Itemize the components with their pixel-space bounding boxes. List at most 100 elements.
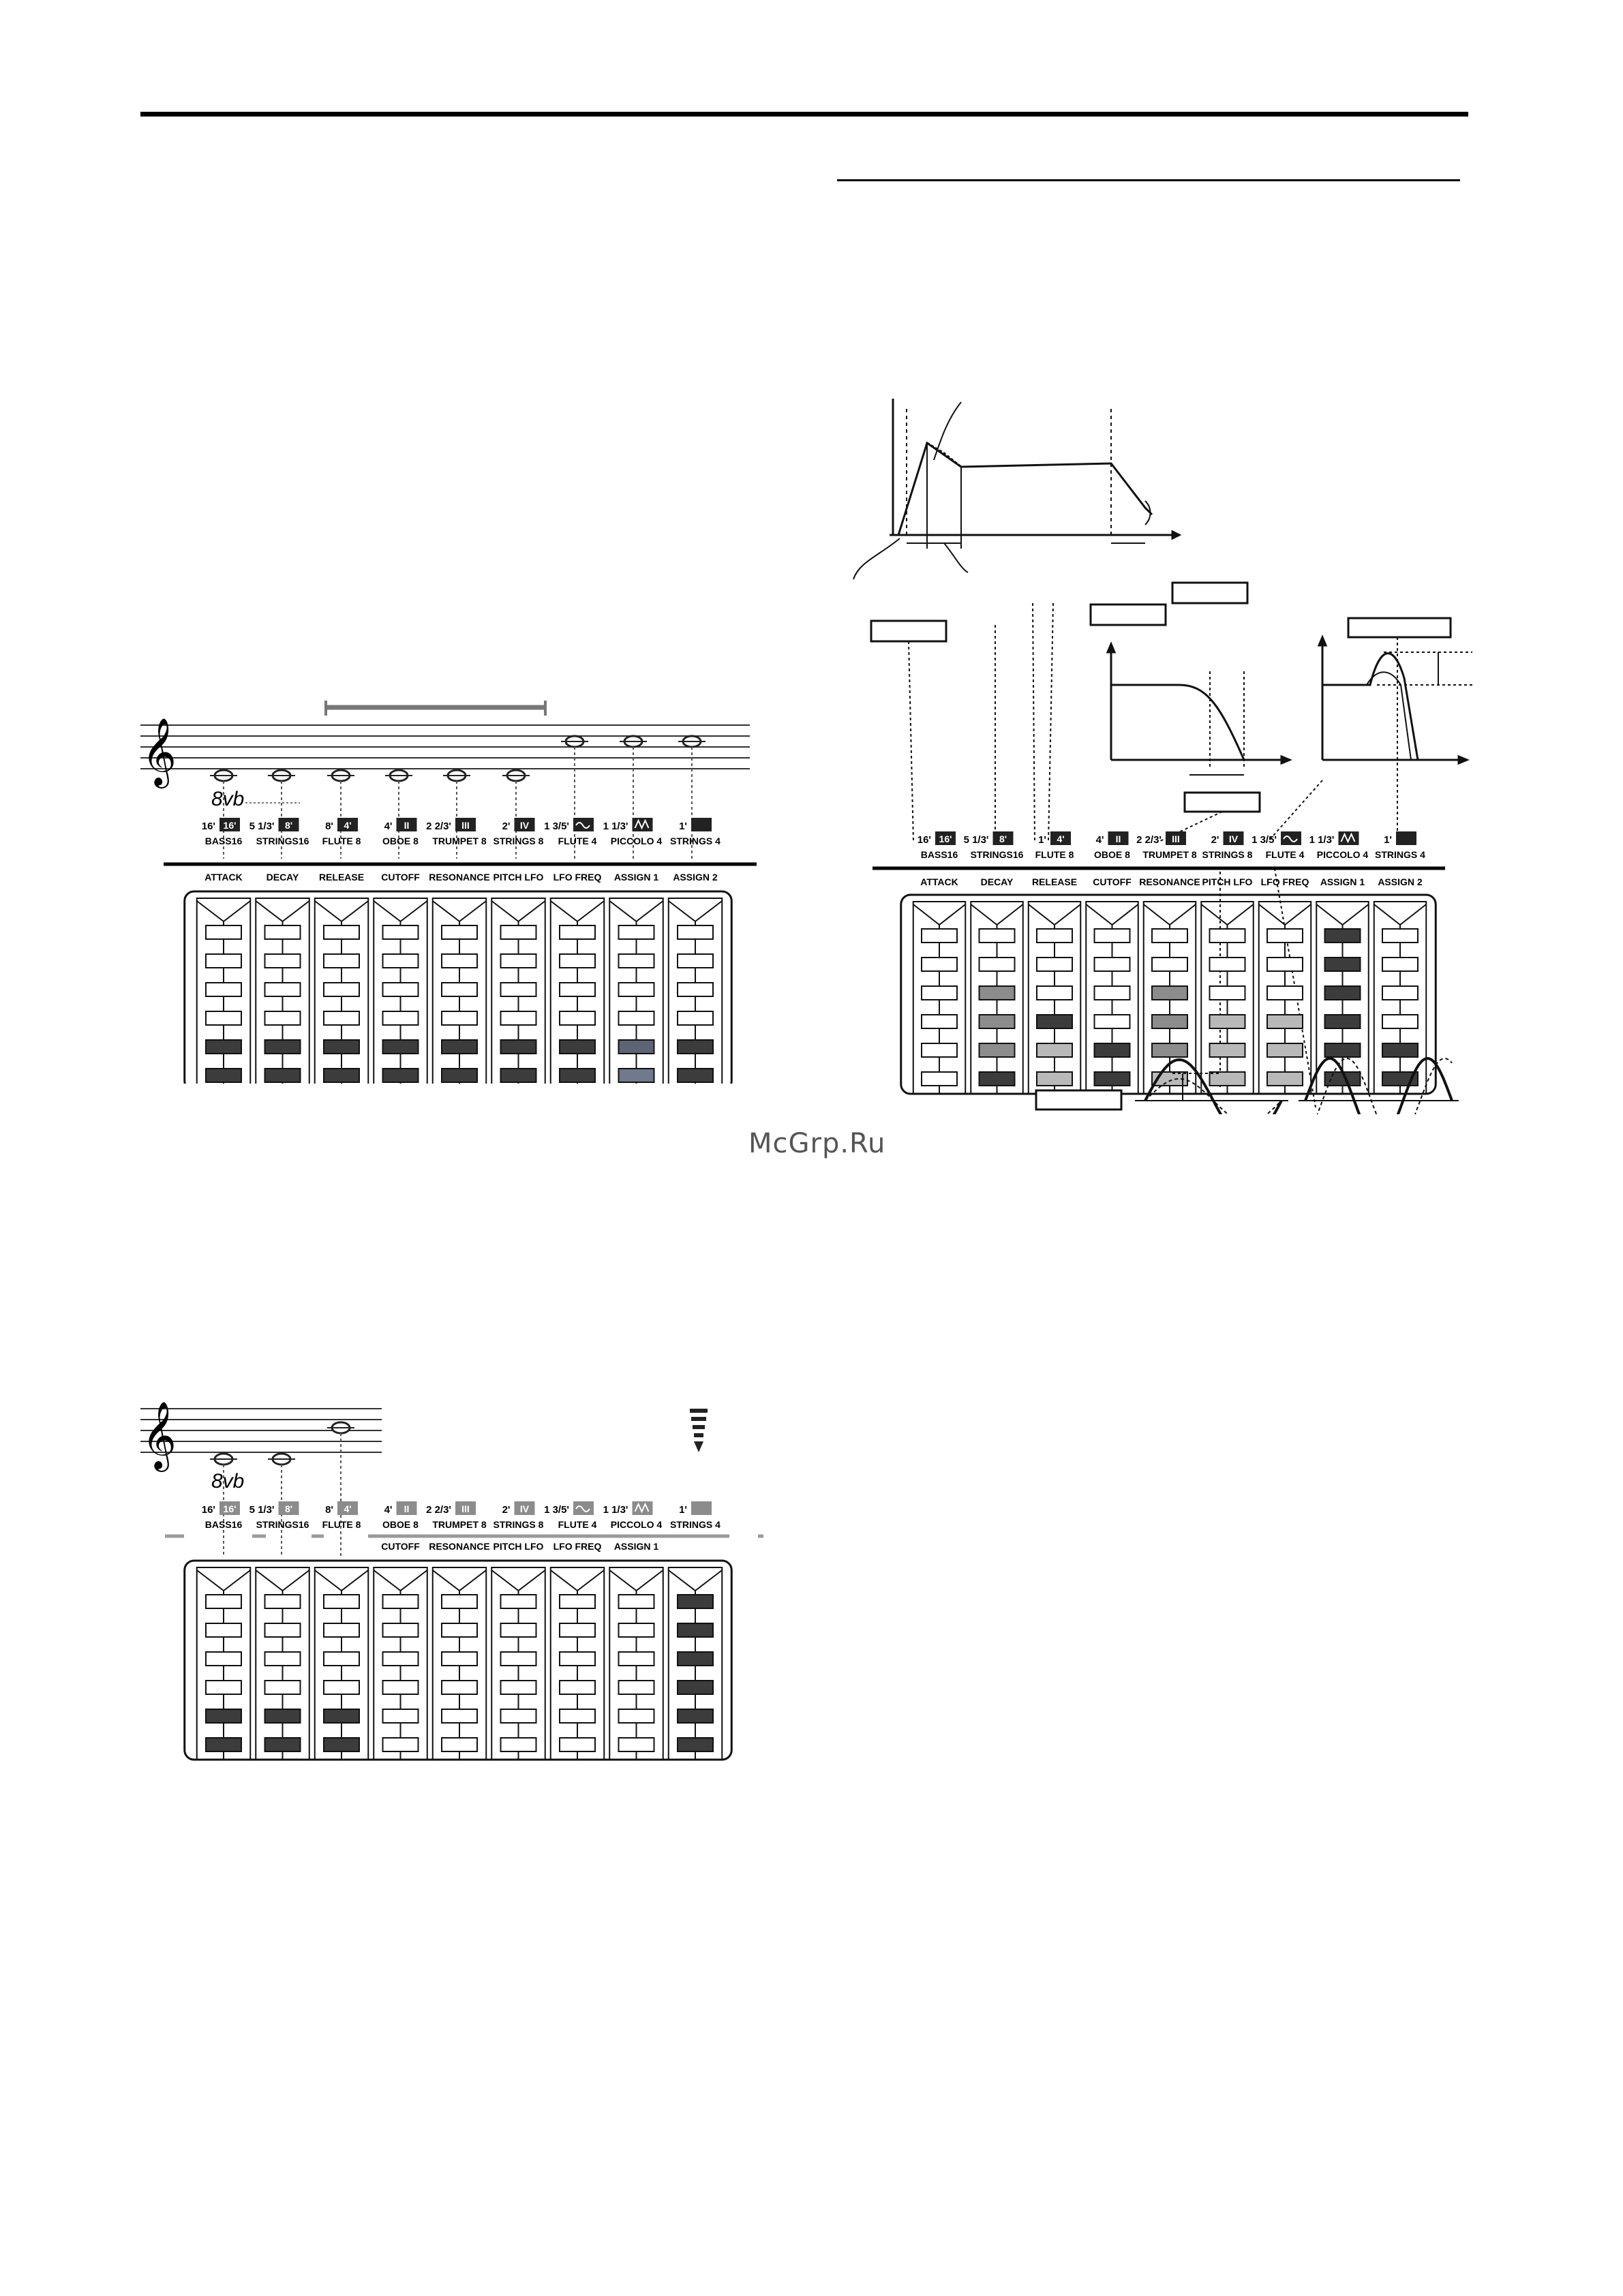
drawbar-step — [921, 957, 958, 972]
drawbar-step — [1266, 1043, 1303, 1058]
drawbar-step — [1036, 1071, 1073, 1086]
drawbar-top — [609, 900, 664, 923]
voice-name: FLUTE 8 — [322, 1519, 361, 1530]
footage-number: 1 3/5' — [544, 821, 569, 832]
footage-number: 8' — [325, 1504, 333, 1516]
drawbar-step — [1151, 985, 1188, 1000]
drawbars — [183, 890, 733, 1084]
voice-name: STRINGS16 — [971, 849, 1024, 860]
drawbar-step — [618, 982, 655, 997]
drawbar-step — [618, 1737, 655, 1752]
drawbar-slot — [431, 898, 487, 1084]
label-box — [870, 619, 947, 643]
drawbar-step — [1209, 1043, 1246, 1058]
drawbar-top — [255, 900, 310, 923]
footage-badge — [1166, 831, 1186, 845]
drawbar-step — [1209, 1071, 1246, 1086]
drawbar-step — [618, 1709, 655, 1724]
drawbar-top — [668, 900, 723, 923]
drawbar-step — [1036, 957, 1073, 972]
label-box — [1347, 617, 1452, 639]
footage-badge-label: III — [1172, 833, 1180, 844]
param-label: CUTOFF — [381, 872, 420, 883]
drawbar-step — [1209, 957, 1246, 972]
wave-icon — [634, 1502, 650, 1514]
drawbar-slot — [549, 898, 605, 1084]
footage-badge-label: 16' — [939, 833, 952, 844]
footage-number: 2 2/3' — [426, 821, 451, 832]
drawbar-step — [1209, 928, 1246, 943]
drawbar-step — [323, 1594, 360, 1609]
footage-badge — [573, 1501, 594, 1515]
drawbar-step — [1209, 985, 1246, 1000]
drawbar-top — [668, 1570, 723, 1592]
drawbar-step — [1324, 985, 1361, 1000]
drawbar-step — [677, 1011, 714, 1026]
drawbar-step — [1382, 928, 1419, 943]
drawbar-step — [559, 1068, 596, 1083]
param-label: LFO FREQ — [1261, 876, 1309, 887]
footage-badge — [1050, 831, 1071, 845]
notes — [210, 735, 706, 859]
footage-badge — [573, 818, 594, 831]
footage-badge-label: 8' — [285, 820, 292, 831]
drawbar-step — [382, 1068, 419, 1083]
drawbar-top — [1143, 904, 1196, 926]
drawbar-step — [264, 1011, 301, 1026]
drawbar-step — [677, 925, 714, 940]
drawbar-step — [441, 1594, 478, 1609]
drawbar-step — [978, 1014, 1016, 1029]
param-label: PITCH LFO — [1202, 876, 1253, 887]
drawbar-step — [441, 1011, 478, 1026]
voice-name: FLUTE 8 — [322, 836, 361, 846]
voice-name: STRINGS 8 — [1202, 849, 1253, 860]
drawbar-step — [441, 1737, 478, 1752]
drawbar-top — [609, 1570, 664, 1592]
drawbar-top — [255, 1570, 310, 1592]
label-box — [1089, 603, 1167, 626]
drawbar-top — [1316, 904, 1369, 926]
drawbar-step — [500, 1039, 537, 1054]
drawbar-slot — [373, 898, 428, 1084]
drawbar-step — [1324, 928, 1361, 943]
drawbar-step — [1266, 957, 1303, 972]
drawbar-top — [1200, 904, 1254, 926]
drawbar-step — [677, 1651, 714, 1666]
filter-graph — [1106, 641, 1292, 776]
drawbar-step — [323, 925, 360, 940]
drawbar-step — [441, 1709, 478, 1724]
drawbar-top — [491, 900, 546, 923]
drawbar-step — [323, 1623, 360, 1638]
footage-badge-label: 8' — [999, 833, 1007, 844]
footage-number: 4' — [384, 821, 393, 832]
drawbar-step — [559, 982, 596, 997]
drawbar-step — [500, 1651, 537, 1666]
footage-badge — [455, 818, 476, 831]
drawbar-step — [677, 1068, 714, 1083]
drawbar-step — [382, 1680, 419, 1695]
footage-badge — [1108, 831, 1129, 845]
drawbar-step — [559, 1737, 596, 1752]
footage-badge — [396, 818, 417, 831]
drawbar-step — [441, 1039, 478, 1054]
drawbar-step — [441, 1623, 478, 1638]
drawbar-top — [1374, 904, 1427, 926]
drawbar-top — [373, 900, 428, 923]
lfo-freq-wave — [1299, 1056, 1459, 1114]
drawbar-step — [921, 1014, 958, 1029]
drawbar-step — [205, 982, 242, 997]
footage-number: 16' — [917, 834, 931, 846]
voice-name: OBOE 8 — [382, 836, 419, 846]
footage-badge — [278, 818, 299, 831]
drawbar-step — [205, 953, 242, 968]
voice-name: STRINGS 4 — [1375, 849, 1425, 860]
footage-badge — [337, 818, 358, 831]
voice-name: TRUMPET 8 — [432, 1519, 487, 1530]
drawbar-step — [264, 1623, 301, 1638]
drawbar-step — [559, 925, 596, 940]
drawbar-step — [618, 1594, 655, 1609]
param-label: ASSIGN 2 — [1378, 876, 1423, 887]
footage-badge-label: 16' — [224, 1503, 237, 1514]
